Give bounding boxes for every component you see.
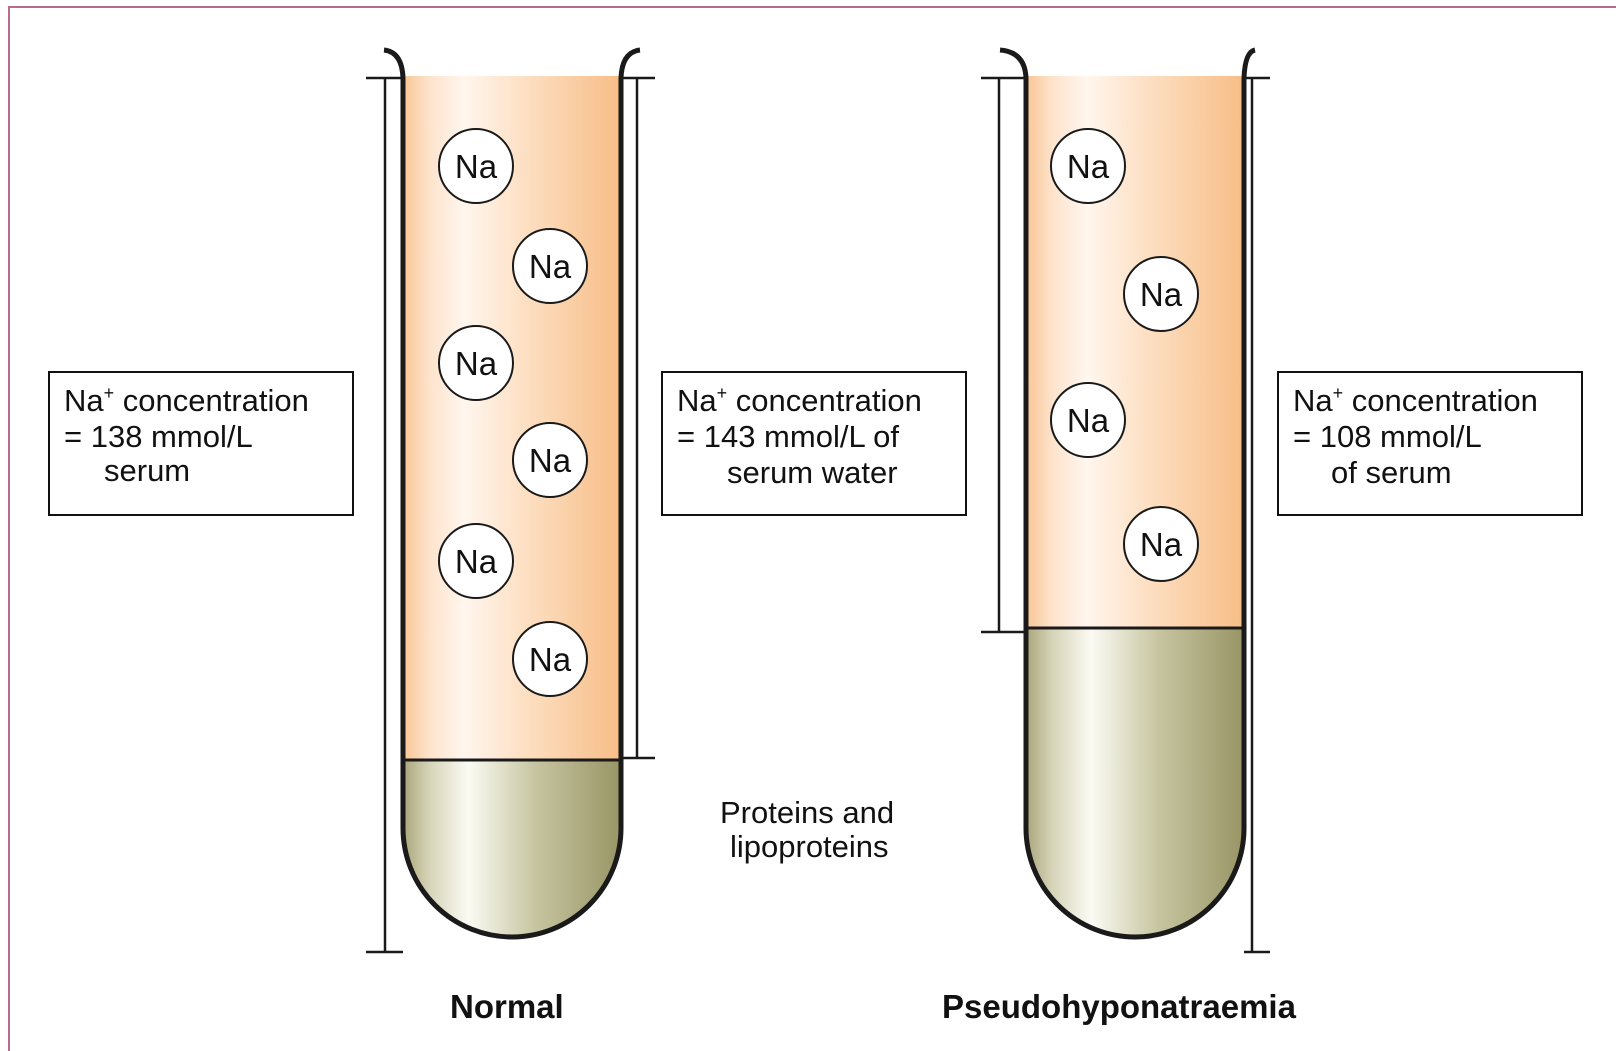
solids-fill [1026, 628, 1244, 960]
normal-serum-concentration-box: Na+ concentration = 138 mmol/L serum [48, 371, 354, 516]
na-ion: Na [439, 129, 513, 203]
svg-text:Na: Na [529, 248, 572, 285]
serum-water-concentration-box: Na+ concentration = 143 mmol/L of serum … [661, 371, 967, 516]
box-line-3: serum [64, 455, 340, 487]
caption-pseudohyponatraemia: Pseudohyponatraemia [942, 988, 1296, 1026]
na-ion: Na [513, 229, 587, 303]
solids-fill [403, 760, 621, 960]
svg-text:Na: Na [529, 641, 572, 678]
box-line-3: of serum [1293, 455, 1569, 491]
na-ion: Na [439, 524, 513, 598]
pseudohyponatraemia-concentration-box: Na+ concentration = 108 mmol/L of serum [1277, 371, 1583, 516]
na-ion: Na [1051, 383, 1125, 457]
box-line-3: serum water [677, 455, 953, 491]
tube-pseudohyponatraemia: Na Na Na Na [981, 50, 1270, 960]
box-line-1: Na+ concentration [64, 383, 340, 419]
svg-text:Na: Na [1067, 402, 1110, 439]
svg-text:Na: Na [455, 543, 498, 580]
na-ion: Na [513, 423, 587, 497]
tube-normal: Na Na Na Na Na Na [366, 50, 655, 960]
na-ion: Na [513, 622, 587, 696]
na-ion: Na [1124, 257, 1198, 331]
box-line-1: Na+ concentration [1293, 383, 1569, 419]
svg-text:Na: Na [1140, 526, 1183, 563]
caption-normal: Normal [450, 988, 564, 1026]
serum-bracket [1244, 78, 1270, 952]
svg-text:Na: Na [455, 345, 498, 382]
box-line-2: = 108 mmol/L [1293, 419, 1569, 455]
box-line-1: Na+ concentration [677, 383, 953, 419]
serum-water-fill [403, 76, 621, 760]
water-bracket [981, 78, 1026, 632]
svg-text:Na: Na [1140, 276, 1183, 313]
serum-bracket [366, 78, 403, 952]
water-bracket [621, 78, 655, 758]
svg-text:Na: Na [529, 442, 572, 479]
proteins-lipoproteins-label: Proteins and lipoproteins [720, 796, 894, 864]
na-ion: Na [1124, 507, 1198, 581]
svg-text:Na: Na [1067, 148, 1110, 185]
box-line-2: = 138 mmol/L [64, 419, 340, 455]
na-ion: Na [1051, 129, 1125, 203]
svg-text:Na: Na [455, 148, 498, 185]
na-ion: Na [439, 326, 513, 400]
box-line-2: = 143 mmol/L of [677, 419, 953, 455]
